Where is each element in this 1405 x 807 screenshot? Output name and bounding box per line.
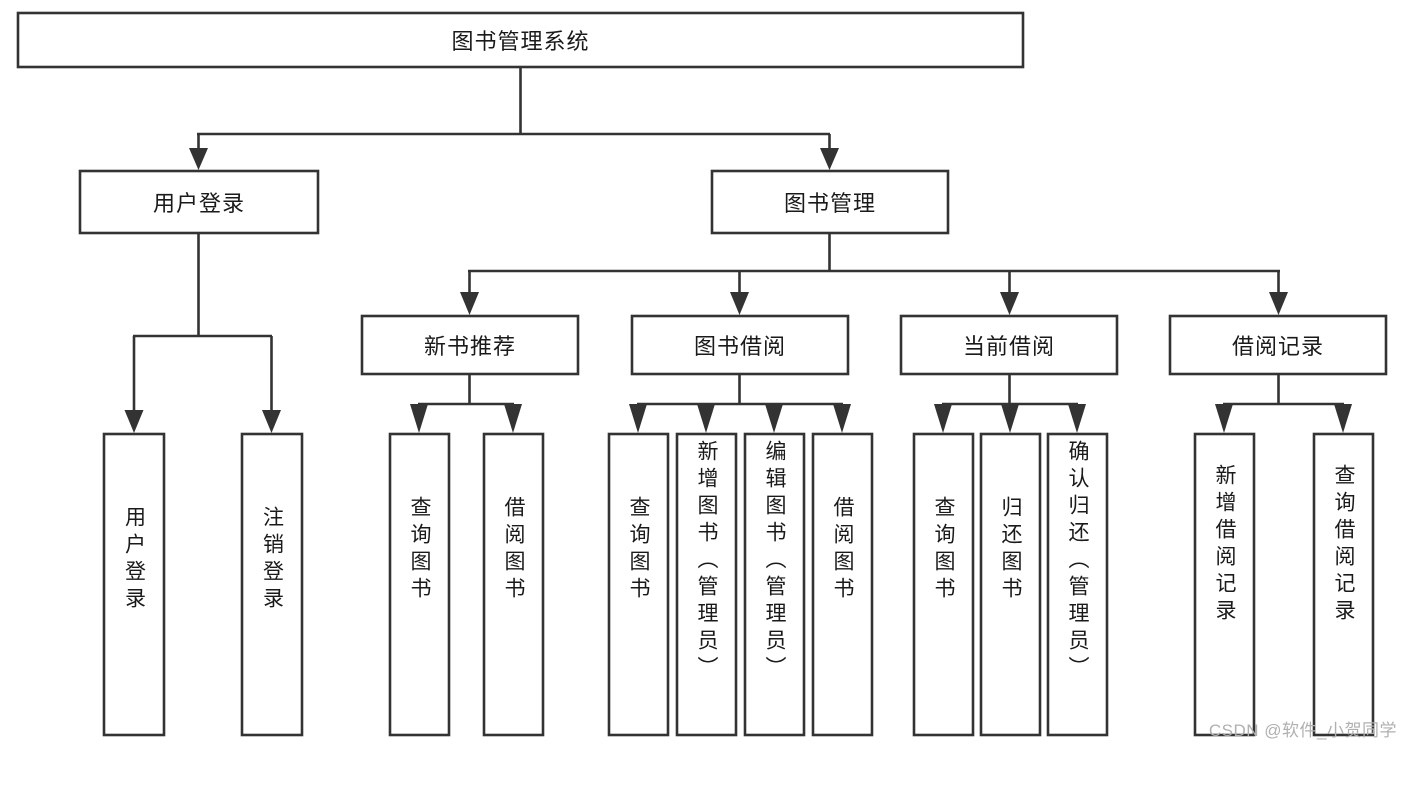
- arrowhead-book-borrow-leaf-4: [833, 404, 851, 433]
- leaf-box-borrow-record-1[interactable]: [1193, 432, 1256, 737]
- arrowhead-current-borrow-leaf-3: [1068, 404, 1086, 433]
- node-box-borrow-record[interactable]: [1168, 314, 1388, 376]
- node-box-user-login[interactable]: [78, 169, 320, 235]
- leaf-box-book-borrow-2[interactable]: [675, 432, 738, 737]
- arrowhead-user-login-leaf-2: [262, 410, 281, 433]
- leaf-box-current-borrow-2[interactable]: [979, 432, 1042, 737]
- leaf-box-current-borrow-1[interactable]: [912, 432, 975, 737]
- leaf-box-book-borrow-3[interactable]: [743, 432, 806, 737]
- leaf-box-current-borrow-3[interactable]: [1046, 432, 1109, 737]
- arrowhead-book-borrow-leaf-3: [765, 404, 783, 433]
- node-box-current-borrow[interactable]: [899, 314, 1119, 376]
- leaf-box-borrow-record-2[interactable]: [1312, 432, 1375, 737]
- leaf-box-new-book-1[interactable]: [388, 432, 451, 737]
- arrowhead-new-book-leaf-1: [410, 404, 428, 433]
- arrowhead-new-book-leaf-2: [504, 404, 522, 433]
- arrowhead-current-borrow-leaf-2: [1001, 404, 1019, 433]
- arrowhead-borrow-record-leaf-2: [1334, 404, 1352, 433]
- node-box-new-book-recommend[interactable]: [360, 314, 580, 376]
- node-box-root[interactable]: [16, 11, 1025, 69]
- arrowhead-root-to-book-mgmt: [820, 148, 839, 170]
- diagram-root: 图书管理系统 用户登录 图书管理 新书推荐 图书借阅 当前借阅 借阅记录 用户登…: [16, 11, 1397, 740]
- arrowhead-user-login-leaf-1: [124, 410, 144, 433]
- arrowhead-to-new-book-recommend: [460, 292, 479, 315]
- arrowhead-book-borrow-leaf-1: [629, 404, 647, 433]
- arrowhead-root-to-user-login: [189, 148, 208, 170]
- arrowhead-book-borrow-leaf-2: [697, 404, 715, 433]
- node-box-book-management[interactable]: [710, 169, 950, 235]
- diagram-canvas: [16, 11, 1388, 737]
- arrowhead-to-book-borrow: [730, 292, 749, 315]
- node-box-book-borrow[interactable]: [630, 314, 850, 376]
- arrowhead-current-borrow-leaf-1: [934, 404, 952, 433]
- leaf-box-user-login-2[interactable]: [240, 432, 304, 737]
- arrowhead-borrow-record-leaf-1: [1215, 404, 1233, 433]
- leaf-box-user-login-1[interactable]: [102, 432, 166, 737]
- leaf-box-book-borrow-4[interactable]: [811, 432, 874, 737]
- leaf-box-new-book-2[interactable]: [482, 432, 545, 737]
- arrowhead-to-borrow-record: [1269, 292, 1288, 315]
- arrowhead-to-current-borrow: [1000, 292, 1019, 315]
- watermark-text: CSDN @软件_小贺同学: [1208, 721, 1397, 740]
- leaf-box-book-borrow-1[interactable]: [607, 432, 670, 737]
